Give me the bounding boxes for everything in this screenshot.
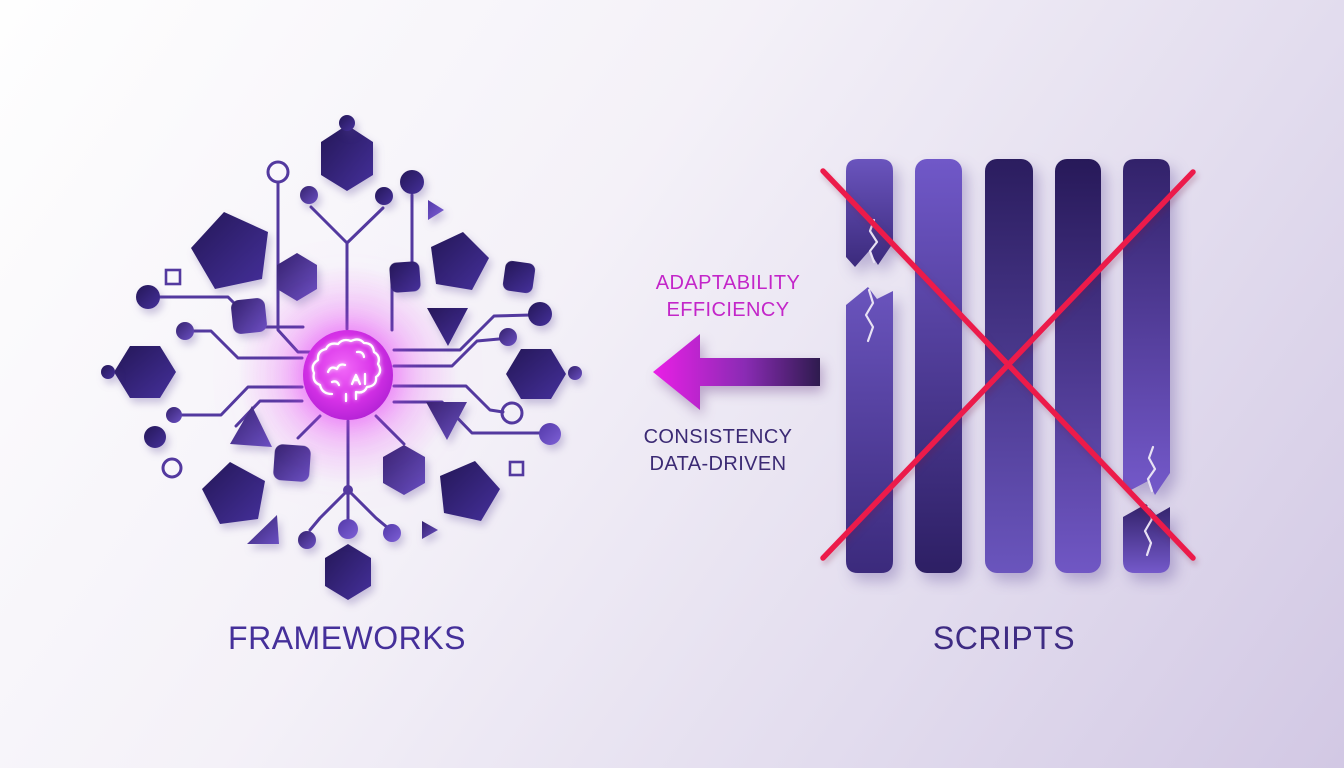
ring-node — [500, 401, 524, 425]
scripts-bars-illustration — [820, 159, 1196, 573]
hexagon-shape — [321, 125, 373, 191]
square-outline — [164, 268, 182, 286]
broken-bar-bottom-piece — [846, 287, 893, 573]
node-dot — [101, 365, 115, 379]
arrow-polygon — [653, 334, 820, 410]
broken-bar-top-piece — [1123, 159, 1170, 495]
benefit-data-driven: DATA-DRIVEN — [649, 453, 787, 475]
ring-node — [161, 457, 183, 479]
node-dot — [375, 187, 393, 205]
broken-bar-top-piece — [846, 159, 893, 267]
pentagon-shape — [202, 462, 265, 524]
triangle-shape — [426, 402, 467, 440]
benefit-efficiency: EFFICIENCY — [666, 299, 790, 321]
square-shape — [231, 298, 267, 334]
pentagon-shape — [440, 461, 500, 521]
hexagon-shape — [506, 349, 566, 399]
left-arrow-icon — [653, 334, 820, 410]
square-shape — [502, 260, 536, 294]
square-outline — [508, 460, 525, 477]
triangle-shape — [422, 521, 438, 539]
bar — [915, 159, 962, 573]
node-dot — [298, 531, 316, 549]
hexagon-shape — [383, 445, 425, 495]
crack-line — [1146, 445, 1157, 493]
network-shapes — [101, 115, 582, 600]
brain-icon — [311, 338, 382, 403]
node-dot — [136, 285, 160, 309]
node-dot — [338, 519, 358, 539]
node-dot — [568, 366, 582, 380]
frameworks-label: FRAMEWORKS — [228, 620, 466, 656]
pentagon-shape — [431, 232, 489, 290]
hexagon-shape — [325, 544, 371, 600]
crack-line — [864, 288, 875, 343]
square-shape — [273, 444, 311, 482]
ai-core — [303, 330, 393, 420]
arrow-caption-bottom: CONSISTENCY DATA-DRIVEN — [588, 424, 848, 478]
crack-line — [868, 218, 879, 264]
square-shape — [389, 261, 421, 293]
pentagon-shape — [191, 212, 268, 289]
triangle-shape — [230, 406, 272, 447]
frameworks-network-illustration — [101, 115, 582, 600]
node-dot — [539, 423, 561, 445]
hexagon-shape — [114, 346, 176, 398]
triangle-shape — [247, 515, 279, 544]
node-dot — [499, 328, 517, 346]
glow-core-circle — [303, 330, 393, 420]
red-cross-icon — [820, 168, 1196, 561]
node-dot — [144, 426, 166, 448]
benefit-adaptability: ADAPTABILITY — [655, 272, 801, 294]
node-dot — [176, 322, 194, 340]
hexagon-shape — [277, 253, 317, 301]
node-dot — [400, 170, 424, 194]
triangle-shape — [428, 200, 444, 220]
arrow-caption-top: ADAPTABILITY EFFICIENCY — [598, 270, 858, 324]
scripts-label: SCRIPTS — [932, 620, 1076, 656]
bar — [1055, 159, 1101, 573]
node-dot — [383, 524, 401, 542]
triangle-shape — [427, 308, 468, 346]
node-dot — [300, 186, 318, 204]
ring-node — [266, 160, 290, 184]
benefit-consistency: CONSISTENCY — [643, 426, 793, 448]
broken-bar-bottom-piece — [1123, 504, 1170, 573]
node-dot — [339, 115, 355, 131]
node-dot — [528, 302, 552, 326]
